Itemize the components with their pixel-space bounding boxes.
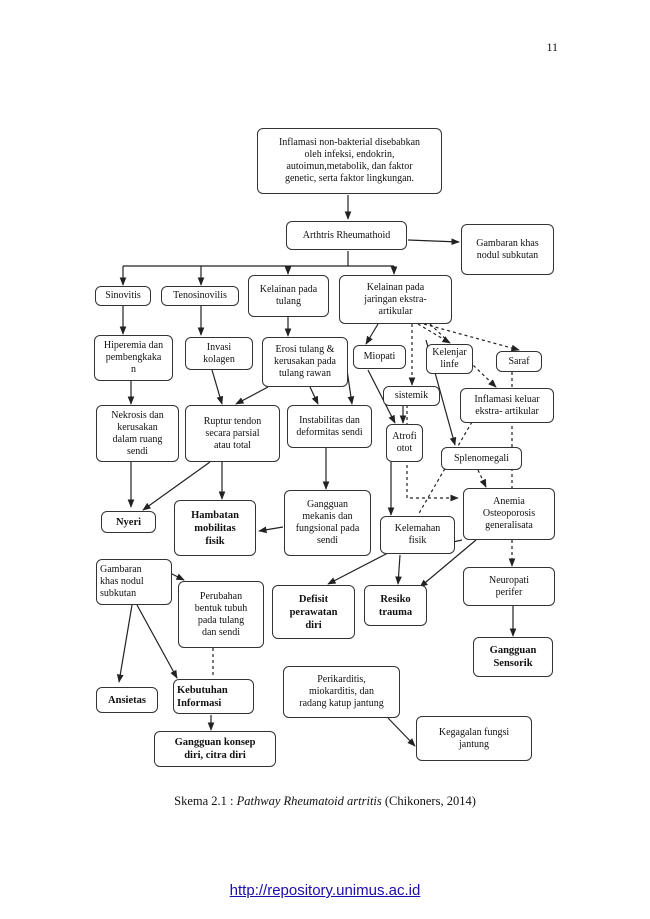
node-inflamasi-keluar: Inflamasi keluar ekstra- artikular: [460, 388, 554, 423]
node-inflamasi-non-bakterial: Inflamasi non-bakterial disebabkan oleh …: [257, 128, 442, 194]
node-tenosinovilis: Tenosinovilis: [161, 286, 239, 306]
node-resiko-trauma: Resiko trauma: [364, 585, 427, 626]
node-neuropati-perifer: Neuropati perifer: [463, 567, 555, 606]
edge-splenomegali-anemia: [477, 469, 487, 488]
edge-kelemahan-resiko: [395, 554, 402, 585]
node-splenomegali: Splenomegali: [441, 447, 522, 470]
node-anemia-osteoporosis: Anemia Osteoporosis generalisata: [463, 488, 555, 540]
node-perubahan-bentuk: Perubahan bentuk tubuh pada tulang dan s…: [178, 581, 264, 648]
node-kelainan-jaringan-ekstra-artikular: Kelainan pada jaringan ekstra- artikular: [339, 275, 452, 324]
node-kelainan-pada-tulang: Kelainan pada tulang: [248, 275, 329, 317]
node-miopati: Miopati: [353, 345, 406, 369]
node-saraf: Saraf: [496, 351, 542, 372]
node-hambatan-mobilitas: Hambatan mobilitas fisik: [174, 500, 256, 556]
node-hiperemia: Hiperemia dan pembengkaka n: [94, 335, 173, 381]
node-sistemik: sistemik: [383, 386, 440, 406]
node-erosi-tulang: Erosi tulang & kerusakan pada tulang raw…: [262, 337, 348, 387]
node-invasi-kolagen: Invasi kolagen: [185, 337, 253, 370]
node-instabilitas: Instabilitas dan deformitas sendi: [287, 405, 372, 448]
node-ruptur-tendon: Ruptur tendon secara parsial atau total: [185, 405, 280, 462]
node-gangguan-sensorik: Gangguan Sensorik: [473, 637, 553, 677]
node-nekrosis: Nekrosis dan kerusakan dalam ruang sendi: [96, 405, 179, 462]
edge-arthritis-gambaran: [407, 238, 460, 246]
node-kebutuhan-informasi: Kebutuhan Informasi: [173, 679, 254, 714]
page-number: 11: [546, 40, 558, 54]
edge-erosi-instabilitas: [309, 386, 319, 405]
edge-perikarditis-kegagalan: [387, 717, 416, 747]
node-kelemahan-fisik: Kelemahan fisik: [380, 516, 455, 554]
caption-title: Pathway Rheumatoid artritis: [236, 794, 382, 808]
caption-prefix: Skema 2.1 :: [174, 794, 237, 808]
edge-gambaran-kebutuhan: [136, 604, 178, 679]
edge-jaringan-miopati: [365, 323, 379, 345]
node-perikarditis: Perikarditis, miokarditis, dan radang ka…: [283, 666, 400, 718]
node-defisit-perawatan: Defisit perawatan diri: [272, 585, 355, 639]
edge-gangguan-hambatan: [258, 526, 284, 534]
edge-gambaran-ansietas: [116, 604, 133, 683]
node-kegagalan-fungsi-jantung: Kegagalan fungsi jantung: [416, 716, 532, 761]
edge-invasi-ruptur: [211, 369, 224, 405]
edge-kelemahan-defisit: [327, 552, 389, 585]
node-ansietas: Ansietas: [96, 687, 158, 713]
edge-gambaran-perubahan: [169, 572, 185, 581]
edge-erosi-ruptur: [235, 386, 269, 405]
node-gambaran-khas-nodul-top: Gambaran khas nodul subkutan: [461, 224, 554, 275]
node-gambaran-khas-nodul-left: Gambaran khas nodul subkutan: [96, 559, 172, 605]
node-gangguan-mekanis: Gangguan mekanis dan fungsional pada sen…: [284, 490, 371, 556]
node-sinovitis: Sinovitis: [95, 286, 151, 306]
caption-source: (Chikoners, 2014): [381, 794, 476, 808]
repository-link[interactable]: http://repository.unimus.ac.id: [229, 882, 421, 899]
node-atrofi-otot: Atrofi otot: [386, 424, 423, 462]
node-nyeri: Nyeri: [101, 511, 156, 533]
node-gangguan-konsep-diri: Gangguan konsep diri, citra diri: [154, 731, 276, 767]
edge-jaringan-kelenjar: [417, 323, 451, 344]
figure-caption: Skema 2.1 : Pathway Rheumatoid artritis …: [0, 794, 650, 809]
node-arthritis-rheumatoid: Arthtris Rheumathoid: [286, 221, 407, 250]
node-kelenjar-linfe: Kelenjar linfe: [426, 344, 473, 374]
